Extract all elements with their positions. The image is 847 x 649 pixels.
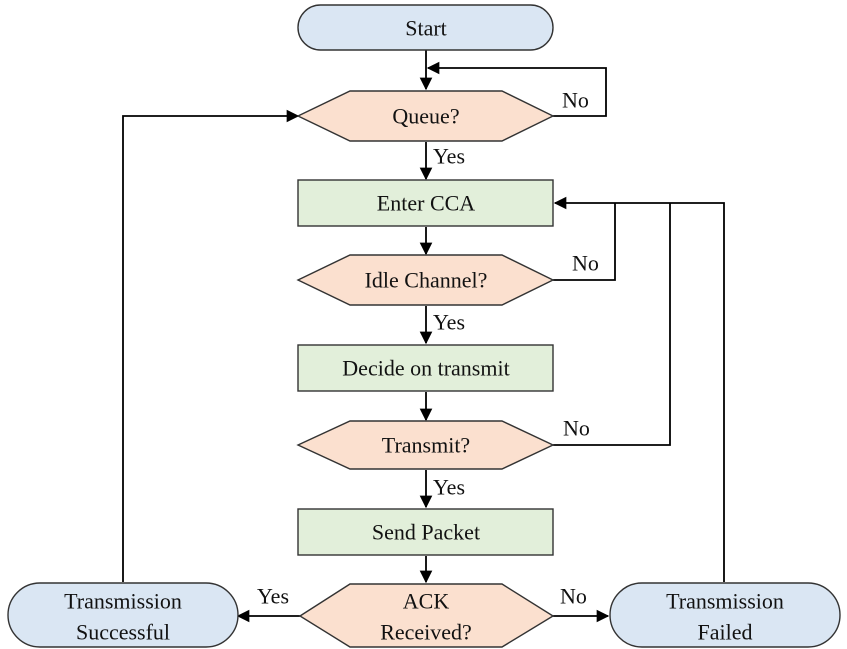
enter-cca-process <box>297 179 554 227</box>
success-label-line2: Successful <box>76 620 170 645</box>
transmit-yes-label: Yes <box>433 475 465 500</box>
failed-label-line1: Transmission <box>666 589 784 614</box>
transmit-no-label: No <box>563 416 590 441</box>
send-packet-process <box>297 508 554 556</box>
edges <box>122 50 725 623</box>
nodes: Start Queue? Enter CCA Idle Channel? Dec… <box>7 4 841 648</box>
transmit-decision <box>296 420 555 470</box>
idle-channel-label: Idle Channel? <box>365 268 488 293</box>
ack-yes-label: Yes <box>257 584 289 609</box>
idle-yes-label: Yes <box>433 310 465 335</box>
success-label-line1: Transmission <box>64 589 182 614</box>
edge-failed-to-cca <box>553 196 725 582</box>
ack-decision <box>298 583 555 648</box>
start-terminal <box>297 4 554 51</box>
failed-terminal <box>609 582 841 648</box>
idle-no-label: No <box>572 251 599 276</box>
success-terminal <box>7 582 239 648</box>
ack-label-line2: Received? <box>380 620 472 645</box>
edge-queue-no-loop <box>426 61 607 117</box>
failed-label-line2: Failed <box>698 620 753 645</box>
ack-no-label: No <box>560 584 587 609</box>
queue-no-label: No <box>562 88 589 113</box>
decide-transmit-label: Decide on transmit <box>342 356 509 381</box>
edge-labels: No Yes No Yes No Yes Yes No <box>257 88 599 609</box>
edge-transmit-no-loop <box>553 203 671 446</box>
transmit-label: Transmit? <box>382 433 470 458</box>
idle-channel-decision <box>296 254 555 306</box>
queue-decision <box>296 90 555 142</box>
start-label: Start <box>405 16 447 41</box>
send-packet-label: Send Packet <box>372 520 480 545</box>
queue-label: Queue? <box>392 104 459 129</box>
edge-idle-no-loop <box>553 203 616 281</box>
queue-yes-label: Yes <box>433 144 465 169</box>
edge-success-to-queue <box>122 109 300 582</box>
decide-transmit-process <box>297 344 554 392</box>
enter-cca-label: Enter CCA <box>377 191 475 216</box>
ack-label-line1: ACK <box>403 589 450 614</box>
